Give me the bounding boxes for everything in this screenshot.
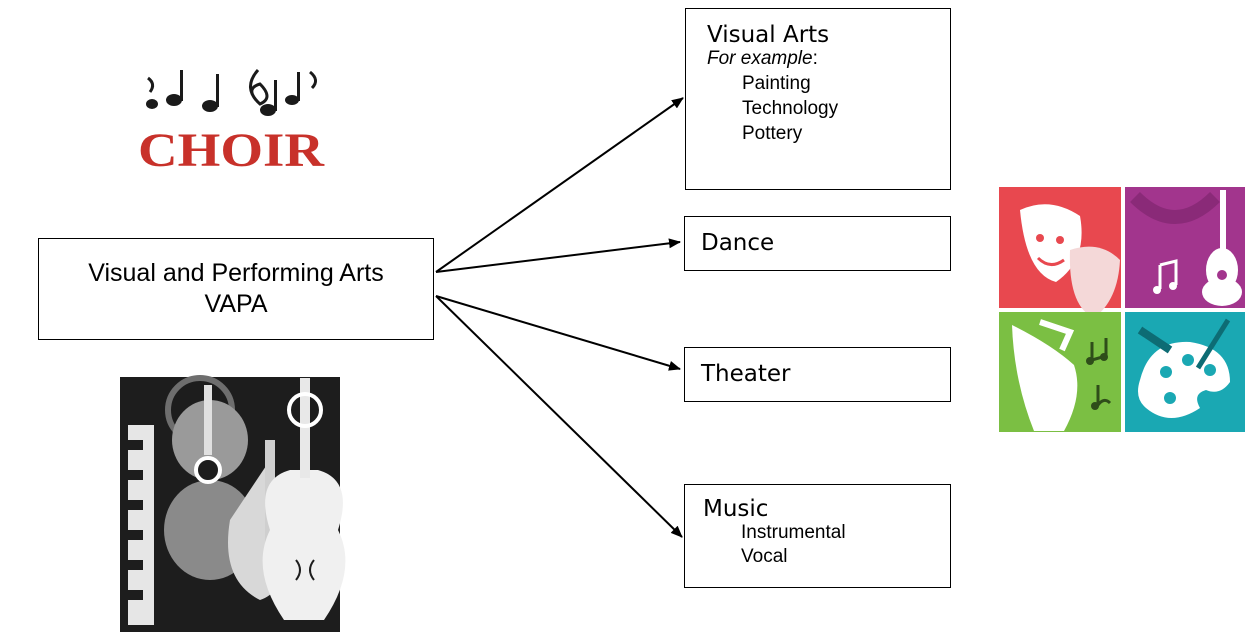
root-node-vapa: Visual and Performing Arts VAPA — [38, 238, 434, 340]
drama-mask-icon — [1020, 204, 1082, 282]
root-node-line2: VAPA — [204, 290, 268, 318]
node-visual-arts: Visual Arts For example: Painting Techno… — [685, 8, 951, 190]
paint-palette-icon — [1138, 341, 1230, 418]
node-theater: Theater — [684, 347, 951, 402]
theater-title: Theater — [701, 361, 791, 387]
music-note-icon — [146, 99, 158, 109]
drama-masks-tile — [999, 187, 1121, 318]
visual-arts-item: Technology — [742, 98, 839, 119]
music-title: Music — [703, 496, 769, 522]
paint-tube-icon — [1137, 326, 1173, 354]
arrow-to-visual-arts — [435, 97, 684, 273]
arrow-to-theater — [435, 295, 681, 371]
node-dance: Dance — [684, 216, 951, 271]
piano-keys-icon — [128, 425, 154, 625]
ballet-shoes-icon — [1012, 325, 1078, 431]
visual-arts-item: Pottery — [742, 123, 803, 144]
music-item: Instrumental — [741, 522, 846, 543]
root-node-line1: Visual and Performing Arts — [88, 259, 384, 287]
music-item: Vocal — [741, 546, 788, 567]
arrow-to-dance — [435, 238, 681, 273]
guitar-tile — [1125, 187, 1245, 308]
arrow-to-music — [435, 295, 683, 538]
music-note-icon — [1158, 259, 1178, 289]
visual-arts-subtitle: For example: — [707, 47, 950, 71]
visual-arts-title: Visual Arts — [707, 22, 830, 48]
node-music: Music Instrumental Vocal — [684, 484, 951, 588]
choir-logo-text: CHOIR — [138, 124, 326, 177]
palette-tile — [1125, 312, 1245, 432]
violin-icon — [262, 378, 346, 620]
dance-title: Dance — [701, 230, 775, 256]
music-note-icon — [1090, 338, 1108, 362]
visual-arts-item: Painting — [742, 73, 811, 94]
visual-arts-subtitle-colon: : — [812, 48, 818, 69]
paintbrush-icon — [1195, 318, 1231, 370]
treble-clef-icon — [249, 69, 269, 106]
visual-arts-subtitle-em: For example — [707, 48, 813, 69]
dance-tile — [999, 312, 1121, 432]
